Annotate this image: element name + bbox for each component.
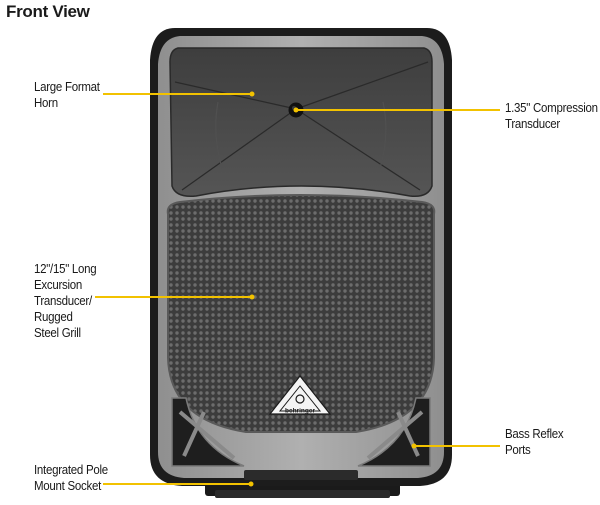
callout-line: Rugged bbox=[34, 310, 73, 324]
callout-compression-transducer: 1.35" Compression Transducer bbox=[505, 100, 598, 132]
callout-line: Steel Grill bbox=[34, 326, 81, 340]
callout-line: Bass Reflex bbox=[505, 427, 564, 441]
callout-pole-mount-socket: Integrated Pole Mount Socket bbox=[34, 462, 108, 494]
woofer-grille bbox=[166, 194, 436, 433]
leader-dot-woofer bbox=[249, 294, 255, 300]
behringer-logo: behringer bbox=[268, 375, 332, 415]
leader-dot-horn bbox=[249, 91, 255, 97]
callout-line: 1.35" Compression bbox=[505, 101, 598, 115]
bass-reflex-port-left bbox=[171, 397, 245, 467]
callout-line: 12"/15" Long bbox=[34, 262, 97, 276]
callout-line: Excursion bbox=[34, 278, 83, 292]
callout-line: Mount Socket bbox=[34, 479, 102, 493]
callout-line: Horn bbox=[34, 96, 58, 110]
leader-lines bbox=[95, 93, 500, 485]
leader-dot-compression bbox=[293, 107, 299, 113]
leader-dot-bass-reflex bbox=[411, 443, 417, 449]
callout-line: Transducer bbox=[505, 117, 560, 131]
callout-large-format-horn: Large Format Horn bbox=[34, 79, 100, 111]
brand-logo-text: behringer bbox=[285, 408, 315, 415]
cabinet-base-shadow bbox=[215, 490, 390, 498]
callout-line: Large Format bbox=[34, 80, 100, 94]
callout-woofer-transducer: 12"/15" Long Excursion Transducer/ Rugge… bbox=[34, 261, 97, 341]
callout-bass-reflex-ports: Bass Reflex Ports bbox=[505, 426, 564, 458]
page-title: Front View bbox=[6, 2, 90, 21]
horn-waveguide bbox=[169, 47, 433, 198]
horn-flare-lines bbox=[174, 61, 429, 191]
pole-mount-socket bbox=[244, 470, 358, 480]
callout-line: Integrated Pole bbox=[34, 463, 108, 477]
bass-reflex-port-right bbox=[357, 397, 431, 467]
leader-dots bbox=[248, 91, 417, 487]
leader-dot-pole-mount bbox=[248, 481, 254, 487]
callout-line: Transducer/ bbox=[34, 294, 92, 308]
callout-line: Ports bbox=[505, 443, 531, 457]
